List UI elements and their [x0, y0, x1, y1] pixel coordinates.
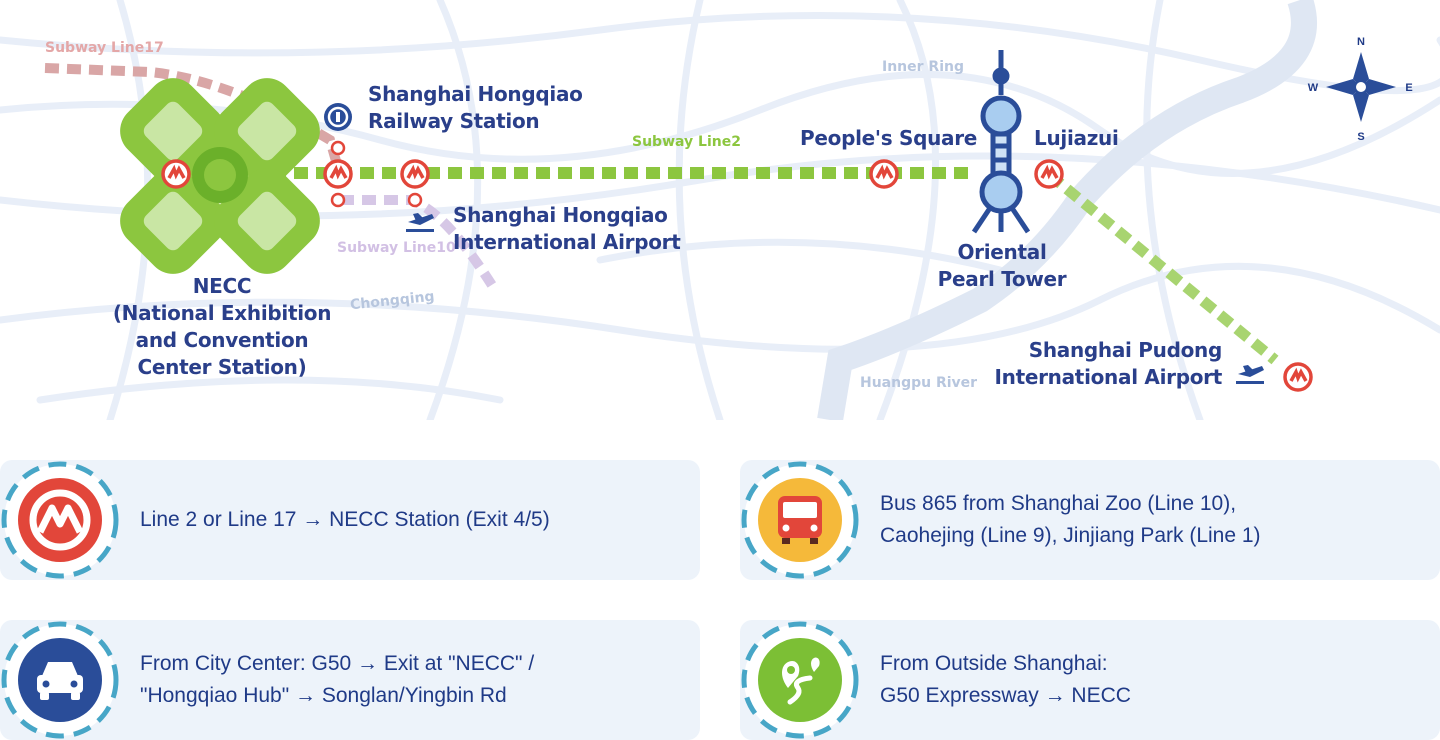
expressway-card-line-2: G50 Expressway → NECC	[880, 684, 1131, 707]
interchange-dots	[330, 140, 423, 208]
car-card-line-1: From City Center: G50 → Exit at "NECC" /	[140, 652, 535, 675]
necc-station-label: NECC (National Exhibition and Convention…	[110, 273, 334, 381]
necc-line-3: and Convention	[135, 328, 309, 352]
lujiazui-label: Lujiazui	[1034, 126, 1119, 150]
huangpu-river-label: Huangpu River	[860, 375, 978, 391]
metro-icon-necc	[161, 159, 191, 189]
pudong-airport-label: Shanghai Pudong International Airport	[990, 337, 1223, 391]
pearl-tower-line-2: Pearl Tower	[937, 267, 1067, 291]
metro-icon	[1, 461, 119, 579]
metro-card-text: Line 2 or Line 17 → NECC Station (Exit 4…	[140, 460, 550, 580]
compass-s: S	[1357, 131, 1364, 143]
map-canvas: N S W E	[0, 0, 1440, 420]
peoples-square-label: People's Square	[800, 126, 978, 150]
expressway-card-line-1: From Outside Shanghai:	[880, 652, 1108, 675]
transit-map: N S W E Inner Ring Chongqing Huangpu Riv…	[0, 0, 1440, 420]
bus-card: Bus 865 from Shanghai Zoo (Line 10), Cao…	[740, 460, 1440, 580]
bus-card-line-1: Bus 865 from Shanghai Zoo (Line 10),	[880, 492, 1237, 515]
compass-w: W	[1308, 82, 1319, 94]
railway-line-2: Railway Station	[368, 109, 540, 133]
map-pin-icon	[741, 621, 859, 739]
subway-line-2-east	[1046, 170, 1279, 365]
hongqiao-airport-line-1: Shanghai Hongqiao	[453, 203, 668, 227]
expressway-card-text: From Outside Shanghai: G50 Expressway → …	[880, 620, 1131, 740]
line10-label: Subway Line10	[337, 240, 456, 256]
necc-building-icon	[120, 78, 320, 274]
line17-label: Subway Line17	[45, 40, 164, 56]
pearl-tower-line-1: Oriental	[957, 240, 1047, 264]
railway-icon	[324, 103, 352, 131]
pudong-airport-line-2: International Airport	[994, 365, 1223, 389]
metro-icon-hongqiao-rail	[323, 159, 353, 189]
airplane-icon-pudong	[1236, 365, 1264, 384]
metro-card-line-1: Line 2 or Line 17 → NECC Station (Exit 4…	[140, 508, 550, 531]
hongqiao-airport-line-2: International Airport	[453, 230, 681, 254]
metro-icon-lujiazui	[1034, 159, 1064, 189]
bus-card-text: Bus 865 from Shanghai Zoo (Line 10), Cao…	[880, 460, 1261, 580]
car-card: From City Center: G50 → Exit at "NECC" /…	[0, 620, 700, 740]
line2-label: Subway Line2	[632, 134, 741, 150]
metro-card: Line 2 or Line 17 → NECC Station (Exit 4…	[0, 460, 700, 580]
car-card-text: From City Center: G50 → Exit at "NECC" /…	[140, 620, 534, 740]
huangpu-river	[817, 0, 1317, 420]
hongqiao-airport-label: Shanghai Hongqiao International Airport	[453, 202, 681, 256]
airplane-icon-hongqiao	[406, 213, 434, 232]
oriental-pearl-tower-icon	[971, 50, 1031, 234]
expressway-card: From Outside Shanghai: G50 Expressway → …	[740, 620, 1440, 740]
car-card-line-2: "Hongqiao Hub" → Songlan/Yingbin Rd	[140, 684, 507, 707]
compass-n: N	[1357, 36, 1365, 48]
subway-line-17	[44, 63, 345, 177]
metro-icon-pudong	[1283, 362, 1313, 392]
metro-station-icons	[161, 159, 1313, 392]
bus-card-line-2: Caohejing (Line 9), Jinjiang Park (Line …	[880, 524, 1261, 547]
compass-rose-icon: N S W E	[1308, 36, 1413, 143]
pudong-airport-line-1: Shanghai Pudong	[1028, 338, 1223, 362]
necc-line-4: Center Station)	[137, 355, 307, 379]
compass-e: E	[1405, 82, 1412, 94]
metro-icon-peoples-square	[869, 159, 899, 189]
metro-icon-hongqiao-airport	[400, 159, 430, 189]
necc-line-1: NECC	[192, 274, 252, 298]
bus-icon	[741, 461, 859, 579]
car-icon	[1, 621, 119, 739]
inner-ring-label: Inner Ring	[882, 59, 964, 75]
necc-line-2: (National Exhibition	[112, 301, 332, 325]
railway-line-1: Shanghai Hongqiao	[368, 82, 583, 106]
railway-station-label: Shanghai Hongqiao Railway Station	[368, 81, 583, 135]
pearl-tower-label: Oriental Pearl Tower	[930, 239, 1074, 293]
